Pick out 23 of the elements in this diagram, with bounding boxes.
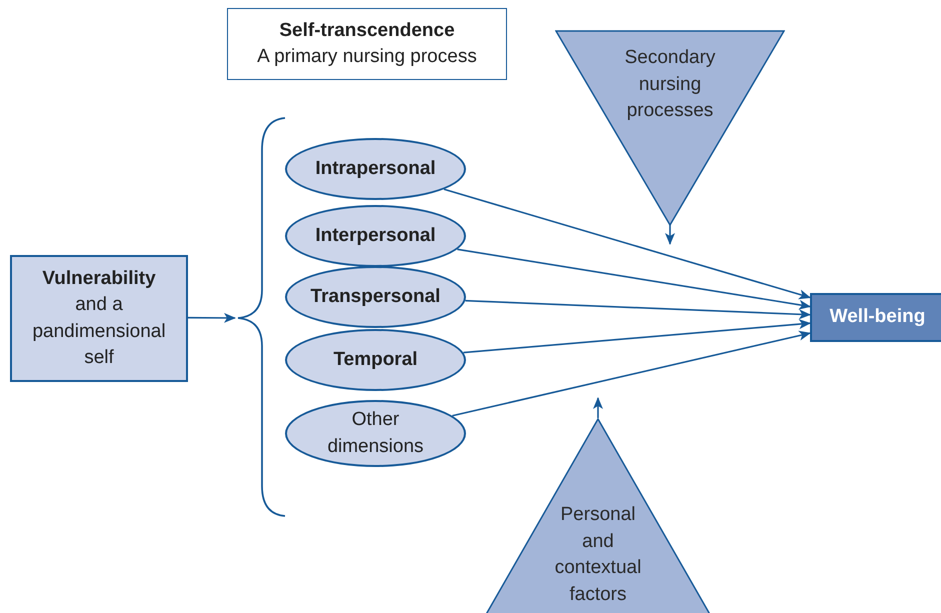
ellipse-label: Transpersonal (310, 284, 440, 309)
box-heading: Self-transcendence (279, 19, 455, 44)
box-heading: Vulnerability (42, 267, 156, 292)
triangle-label: Personal and contextual factors (554, 503, 642, 607)
outcome-box (810, 293, 941, 342)
title-box (227, 8, 507, 80)
arrow (665, 224, 675, 245)
ellipse-label: Intrapersonal (315, 156, 436, 181)
ellipse-label: Interpersonal (315, 224, 436, 248)
ellipse-label: Temporal (333, 348, 418, 372)
arrow (463, 319, 811, 354)
ellipse-label: Other dimensions (326, 408, 425, 458)
arrow (444, 188, 811, 300)
arrow (188, 312, 236, 323)
arrow (465, 300, 811, 320)
box-label: and a pandimensional self (31, 293, 167, 370)
process-box (10, 255, 188, 382)
box-label: Well-being (830, 305, 926, 330)
triangle-label: Secondary nursing processes (624, 46, 716, 124)
box-subtitle: A primary nursing process (257, 45, 477, 69)
arrow (457, 248, 811, 310)
arrow (593, 397, 603, 418)
arrow (452, 330, 811, 417)
